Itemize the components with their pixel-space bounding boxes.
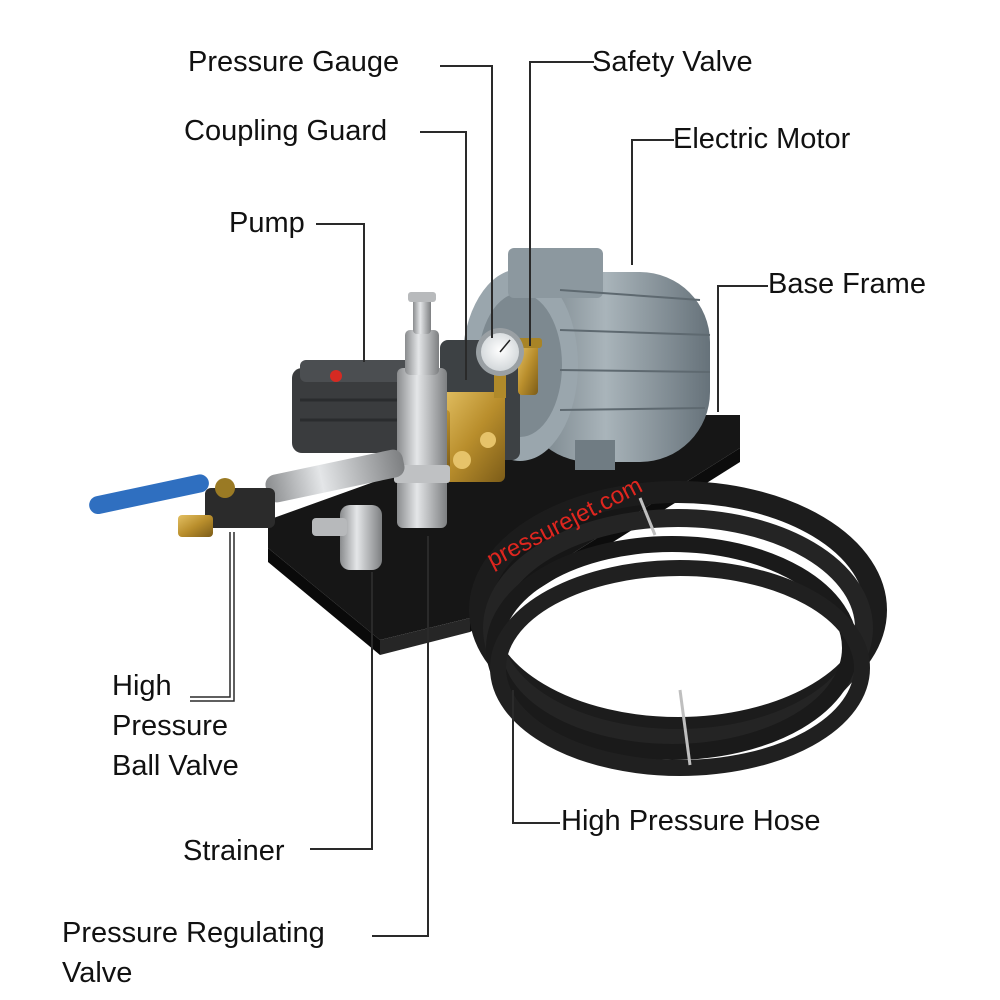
label-electric-motor: Electric Motor: [673, 123, 851, 155]
label-strainer: Strainer: [183, 835, 285, 867]
label-pressure-regulating-valve: Pressure Regulating Valve: [62, 913, 325, 993]
label-base-frame: Base Frame: [768, 268, 926, 300]
pressure-gauge: [476, 328, 524, 398]
pump: [292, 360, 422, 453]
label-pressure-gauge: Pressure Gauge: [188, 46, 400, 78]
label-high-pressure-hose: High Pressure Hose: [561, 805, 821, 837]
label-ball-valve-line-3: Ball Valve: [112, 750, 239, 782]
strainer: [265, 449, 405, 570]
label-coupling-guard: Coupling Guard: [184, 115, 388, 147]
label-ball-valve-line-1: High: [112, 670, 172, 702]
leader-lines: [190, 61, 768, 937]
ball-valve: [89, 474, 275, 537]
label-safety-valve: Safety Valve: [592, 46, 753, 78]
label-pump: Pump: [229, 207, 305, 239]
label-regulating-valve-line-2: Valve: [62, 957, 133, 989]
pressure-regulating-valve: [394, 292, 450, 528]
label-high-pressure-ball-valve: High Pressure Ball Valve: [112, 666, 239, 786]
high-pressure-hose: [469, 481, 887, 776]
label-ball-valve-line-2: Pressure: [112, 710, 229, 742]
label-regulating-valve-line-1: Pressure Regulating: [62, 917, 325, 949]
